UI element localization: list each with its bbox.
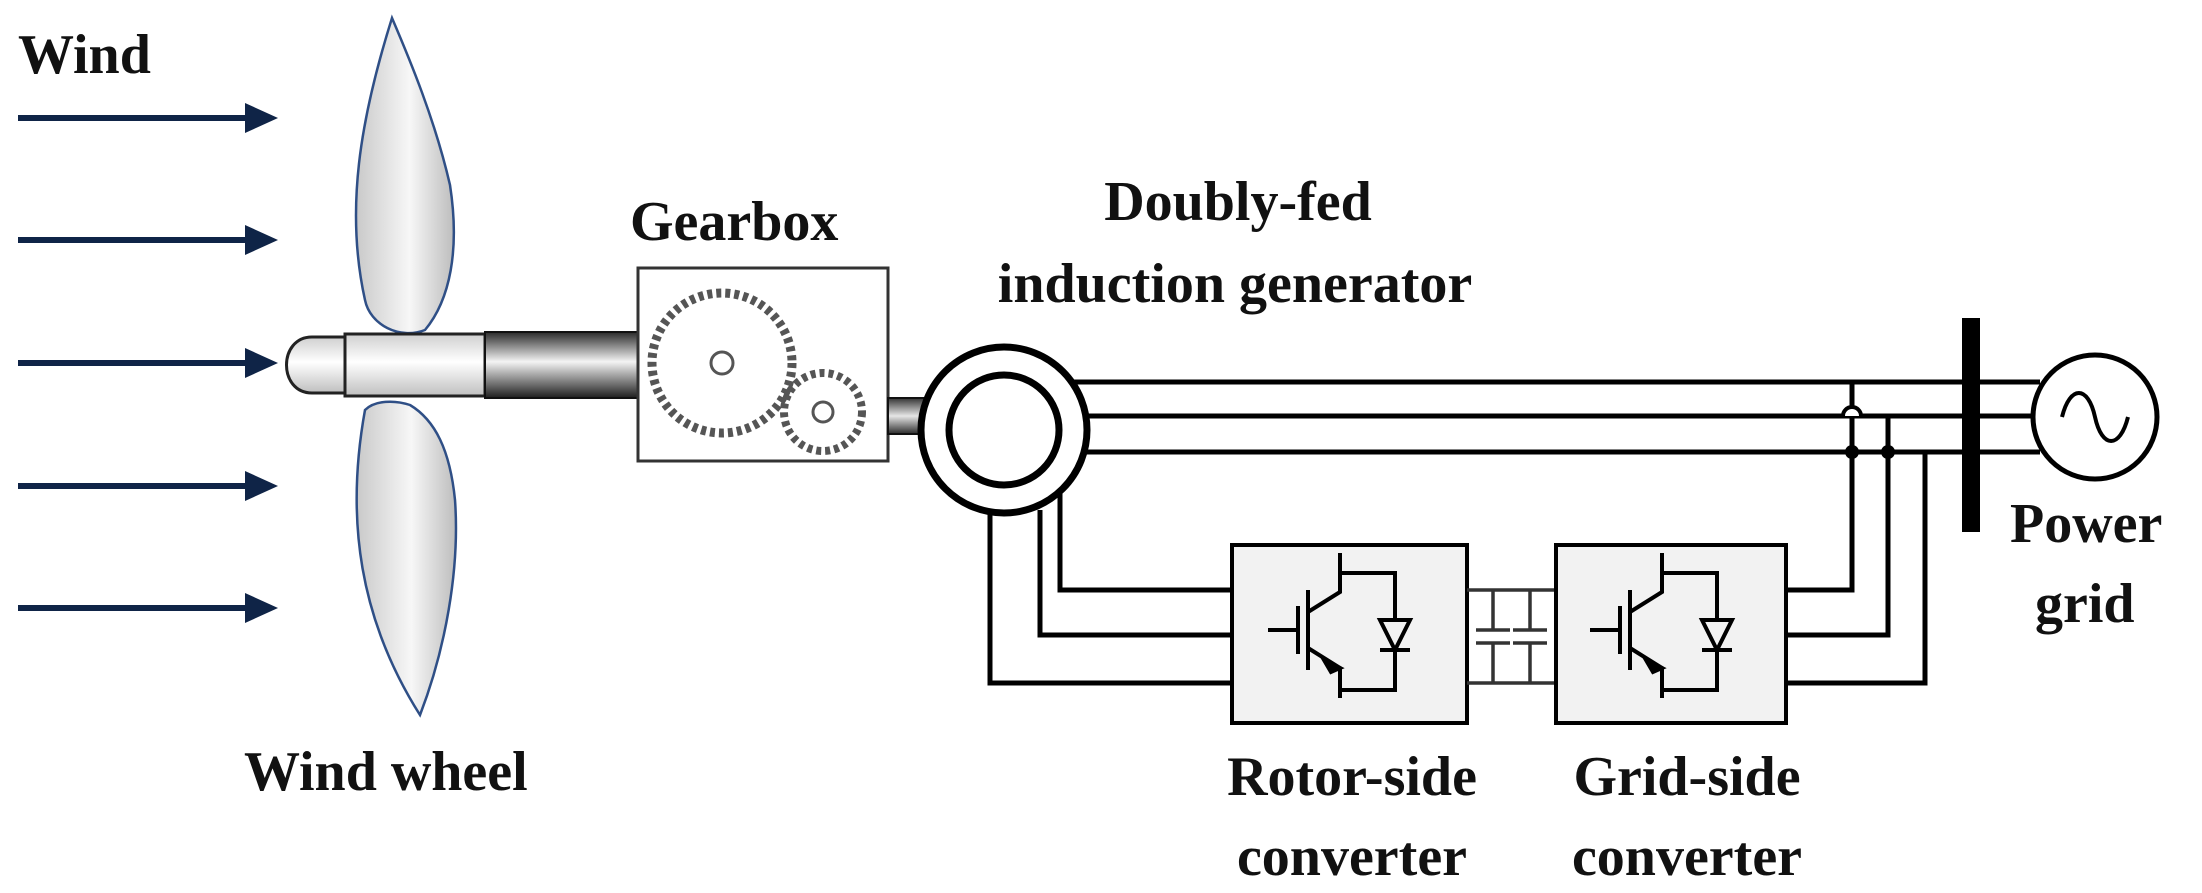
dfig-icon [917, 343, 1091, 517]
grid-side-converter [1554, 543, 1788, 725]
gear-icon [647, 288, 797, 438]
stator-lines [1060, 379, 2040, 455]
arrow-right-icon [18, 593, 278, 623]
power-grid-label-line2: grid [2035, 573, 2135, 635]
wind-arrows [18, 103, 278, 623]
rotor-lines [987, 470, 1232, 686]
wind-label: Wind [18, 24, 151, 86]
arrow-right-icon [18, 471, 278, 501]
gear-icon [780, 369, 866, 455]
main-shaft [484, 331, 641, 399]
dfig-label-line2: induction generator [998, 253, 1472, 315]
igbt-diode-icon [1268, 553, 1414, 698]
gearbox-label: Gearbox [630, 191, 838, 253]
grid-bus-bar [1962, 318, 1980, 532]
grid-side-label-line1: Grid-side [1573, 746, 1800, 808]
ac-source-icon [2030, 352, 2160, 482]
crossing-hops [1841, 405, 1863, 417]
wind-wheel-label: Wind wheel [244, 741, 528, 803]
rotor-side-label-line2: converter [1237, 826, 1467, 888]
arrow-right-icon [18, 225, 278, 255]
rotor-side-label-line1: Rotor-side [1227, 746, 1477, 808]
wind-wheel [285, 14, 487, 718]
junction-dots [1845, 445, 1895, 459]
arrow-right-icon [18, 103, 278, 133]
turbine-blade-icon [354, 14, 458, 718]
arrow-right-icon [18, 348, 278, 378]
power-grid-label-line1: Power [2010, 493, 2162, 555]
rotor-side-converter [1230, 543, 1469, 725]
dfig-label-line1: Doubly-fed [1104, 171, 1372, 233]
grid-converter-lines [1786, 382, 1928, 686]
capacitor-icon [1467, 588, 1556, 685]
igbt-diode-icon [1590, 553, 1736, 698]
gearbox [636, 266, 890, 463]
grid-side-label-line2: converter [1572, 826, 1802, 888]
